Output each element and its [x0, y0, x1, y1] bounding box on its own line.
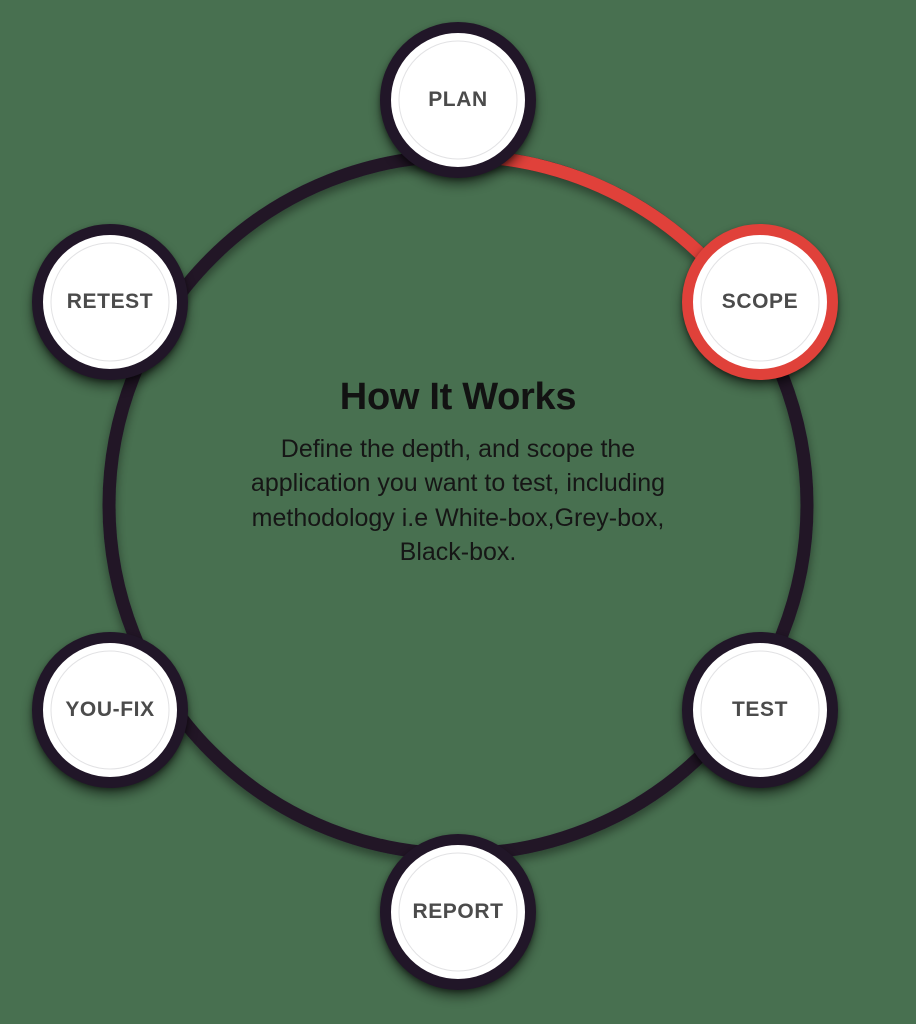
node-you-fix[interactable]: YOU-FIX [32, 632, 188, 788]
center-text-block: How It Works Define the depth, and scope… [158, 376, 758, 570]
node-label-scope: SCOPE [721, 290, 799, 313]
node-plan[interactable]: PLAN [380, 22, 536, 178]
description-line: Black-box. [399, 538, 517, 567]
node-label-plan: PLAN [428, 88, 488, 111]
description-line: application you want to test, including [250, 469, 666, 498]
center-description: Define the depth, and scope the applicat… [158, 432, 758, 570]
node-label-report: REPORT [412, 900, 504, 923]
page-title: How It Works [339, 376, 577, 418]
node-scope[interactable]: SCOPE [682, 224, 838, 380]
node-retest[interactable]: RETEST [32, 224, 188, 380]
node-label-test: TEST [731, 698, 789, 721]
description-line: methodology i.e White-box,Grey-box, [251, 503, 665, 532]
node-label-you-fix: YOU-FIX [65, 698, 155, 721]
node-test[interactable]: TEST [682, 632, 838, 788]
node-label-retest: RETEST [66, 290, 154, 313]
description-line: Define the depth, and scope the [280, 434, 636, 463]
node-report[interactable]: REPORT [380, 834, 536, 990]
